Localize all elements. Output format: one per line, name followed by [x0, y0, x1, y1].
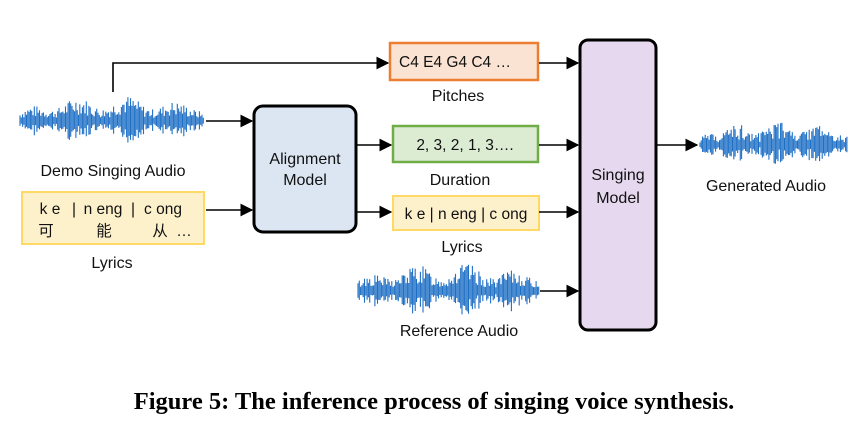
duration-label: Duration — [430, 172, 490, 189]
demo-singing-audio-label: Demo Singing Audio — [41, 163, 186, 180]
pitches-box — [388, 41, 540, 82]
demo-singing-audio-waveform — [19, 97, 204, 143]
lyrics-syllable: c ong — [144, 201, 182, 218]
lyrics-syllable: n eng — [84, 201, 123, 218]
feature-lyrics-box — [392, 195, 540, 231]
feature-lyrics-box-text: k e | n eng | c ong — [405, 206, 528, 223]
input-lyrics-label: Lyrics — [91, 255, 132, 272]
lyrics-separator: | — [72, 201, 76, 218]
generated-audio-label: Generated Audio — [706, 178, 826, 195]
lyrics-ellipsis: … — [176, 223, 192, 240]
alignment-model-label-line2: Model — [283, 172, 327, 189]
waveform-trace — [699, 122, 848, 164]
lyrics-character: 能 — [96, 222, 112, 240]
input-lyrics-hanzi: 可 能 从 … — [38, 222, 192, 240]
duration-box — [391, 124, 540, 164]
lyrics-character: 可 — [38, 223, 54, 240]
pitches-box-text: C4 E4 G4 C4 … — [399, 54, 511, 71]
lyrics-character: 从 — [152, 223, 168, 240]
alignment-model-box — [252, 104, 358, 234]
reference-audio-waveform — [357, 264, 540, 315]
arrow-demo-to-pitches — [112, 56, 390, 92]
input-lyrics-pinyin: k e | n eng | c ong — [40, 201, 182, 218]
singing-model-label-line2: Model — [596, 190, 640, 207]
feature-lyrics-label: Lyrics — [441, 239, 482, 256]
synthesis-diagram: Demo Singing Audio k e | n eng | c ong 可… — [19, 38, 848, 340]
generated-audio-waveform — [699, 122, 848, 164]
waveform-trace — [357, 264, 540, 315]
waveform-trace — [19, 97, 204, 143]
pitches-label: Pitches — [432, 88, 484, 105]
reference-audio-label: Reference Audio — [400, 323, 518, 340]
singing-model-label-line1: Singing — [591, 167, 644, 184]
duration-box-text: 2, 3, 2, 1, 3…. — [416, 137, 513, 154]
lyrics-syllable: k e — [40, 201, 61, 218]
singing-model-box — [578, 38, 658, 332]
alignment-model-label-line1: Alignment — [269, 151, 341, 168]
lyrics-separator: | — [131, 201, 135, 218]
figure-caption: Figure 5: The inference process of singi… — [133, 388, 735, 415]
input-lyrics-box — [21, 191, 205, 245]
